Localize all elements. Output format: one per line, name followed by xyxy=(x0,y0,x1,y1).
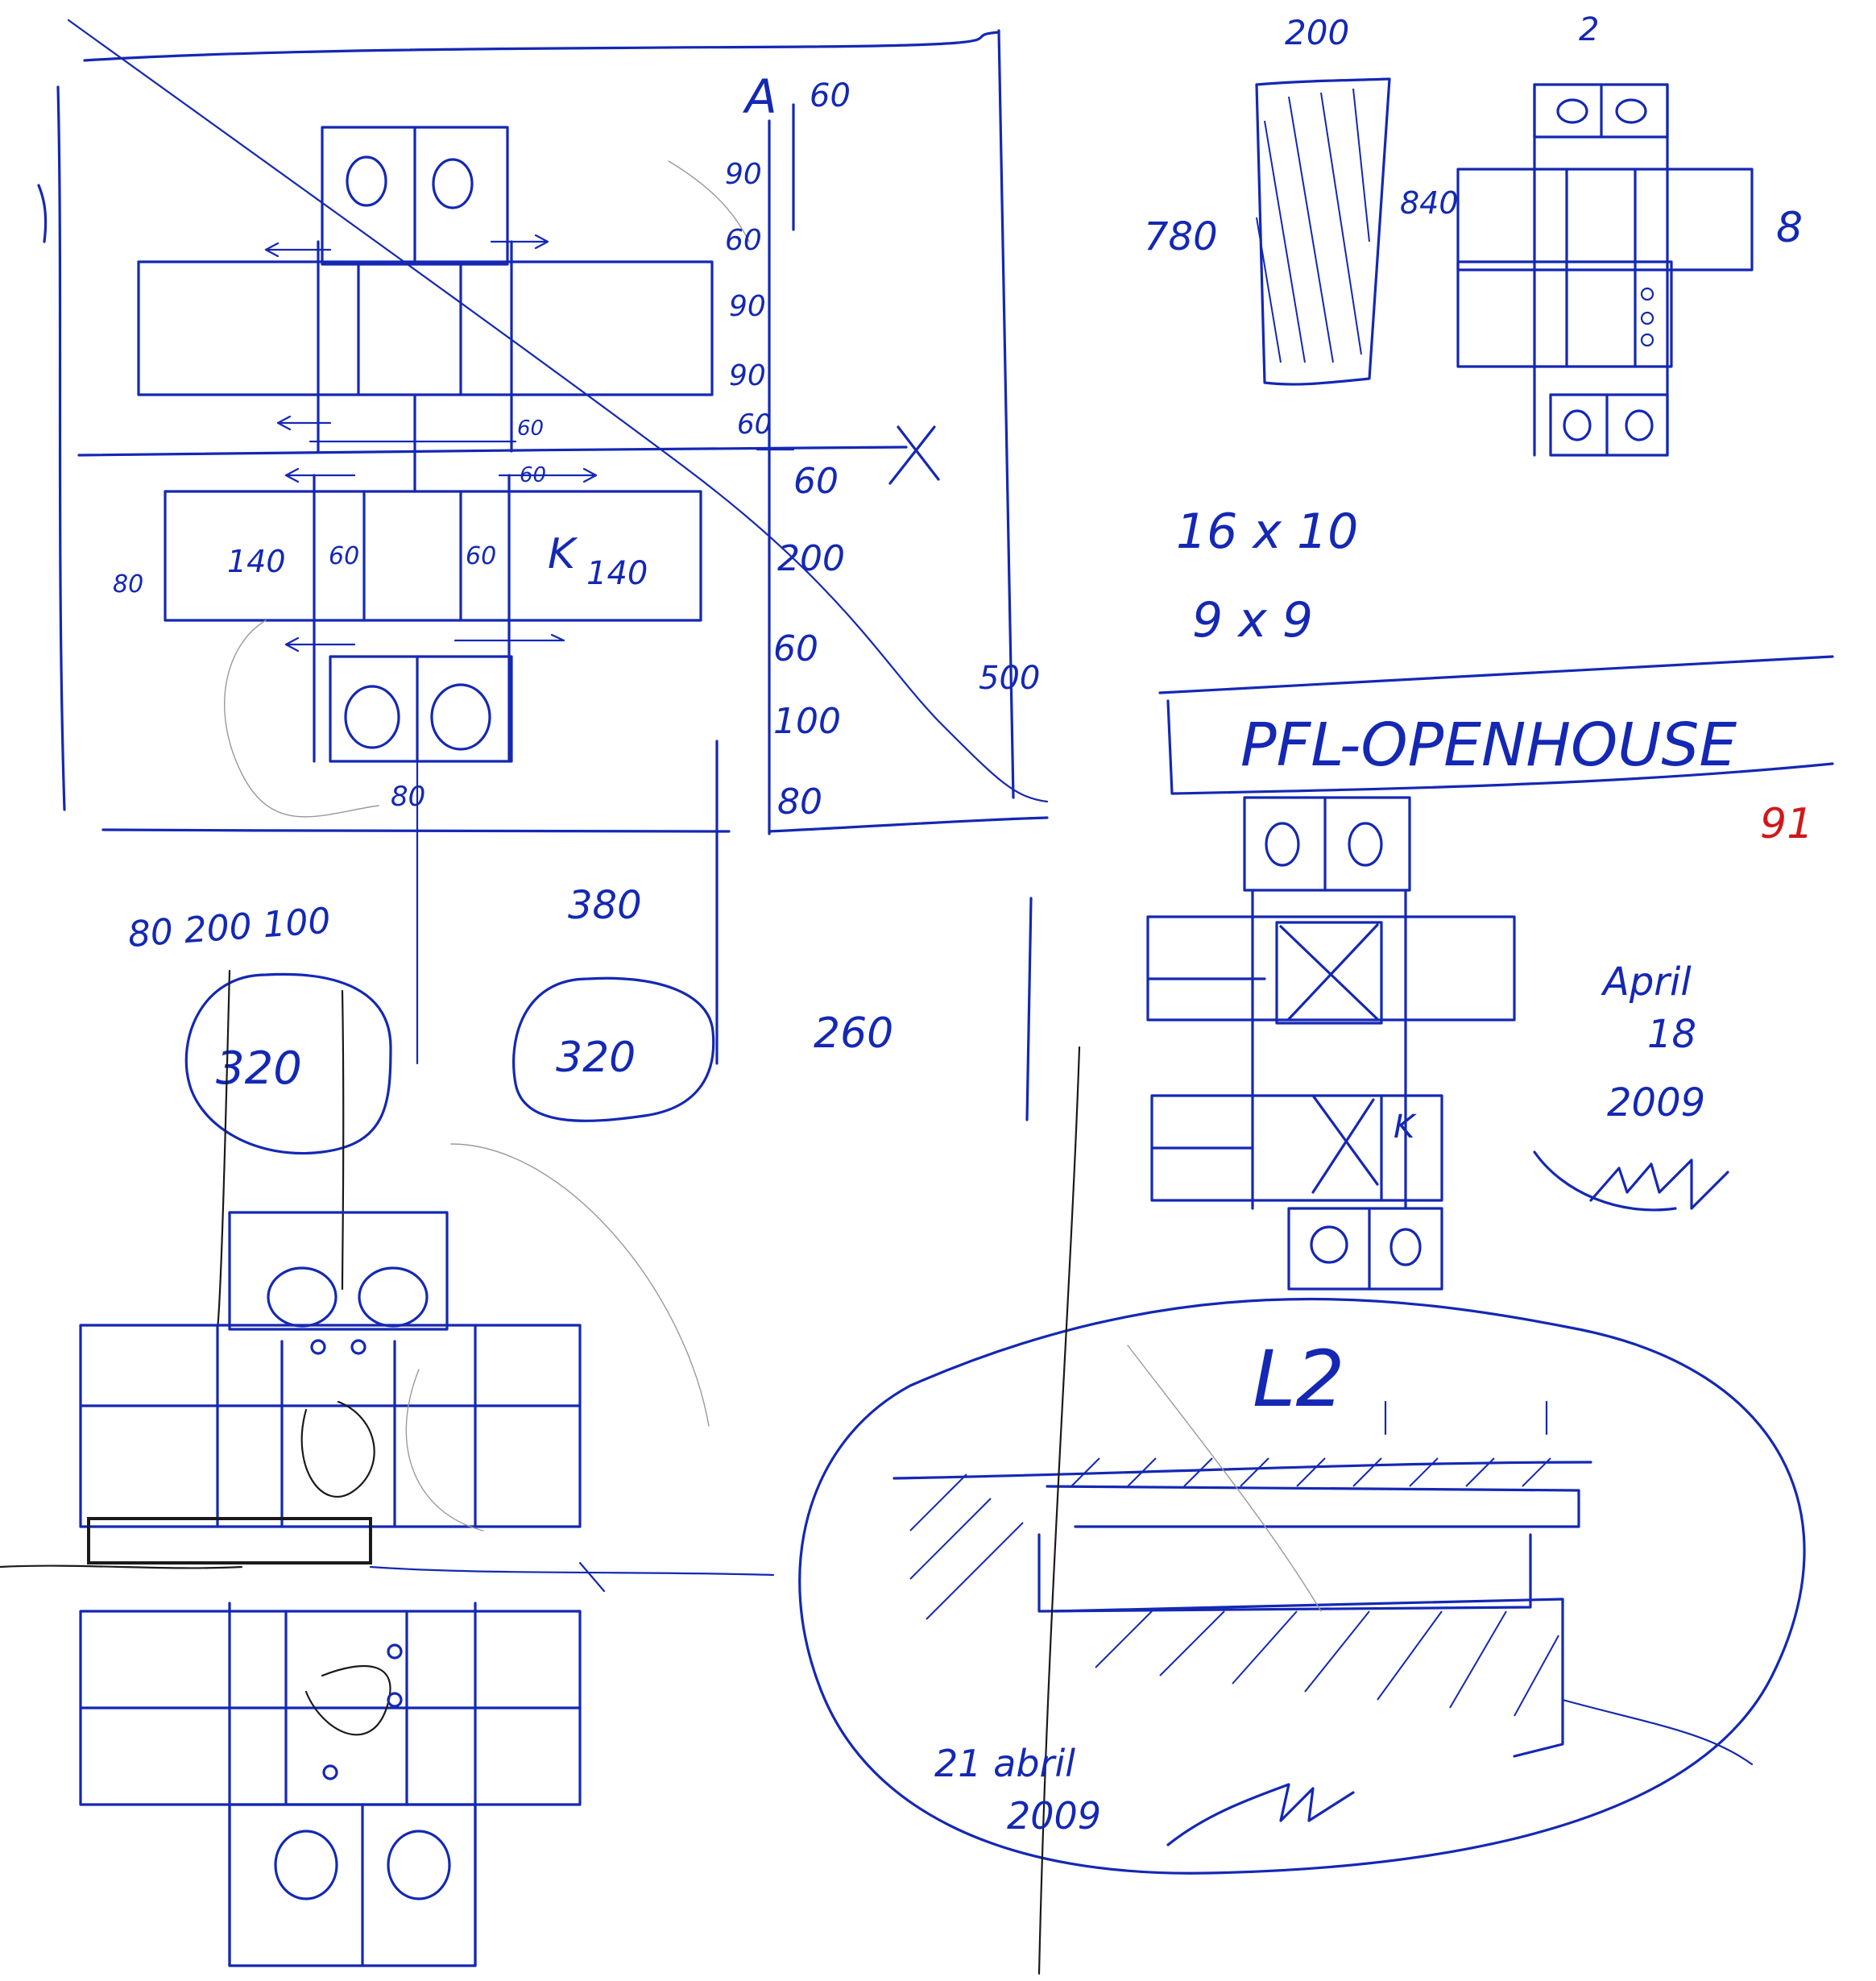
fixture-circle xyxy=(274,1830,338,1900)
middle-right-plan xyxy=(1146,796,1516,1291)
dim-label: 60 xyxy=(725,224,762,257)
top-right-block xyxy=(1255,77,1391,386)
room-letter: K xyxy=(548,530,578,578)
fixture-circle xyxy=(344,685,400,749)
grid-note: 9 x 9 xyxy=(1192,592,1313,649)
detail-l2 xyxy=(798,1046,1806,1975)
circled-number-1: 320 xyxy=(184,972,392,1155)
date-note-month: April xyxy=(1601,959,1692,1005)
overall-dim: 500 xyxy=(979,660,1040,697)
fixture-circle xyxy=(1556,98,1588,124)
dim-label: 100 xyxy=(773,701,841,742)
fixture-circle xyxy=(432,158,474,209)
sketch-a-dimension-column xyxy=(715,103,940,1065)
plan-width-label: 2 xyxy=(1579,11,1599,48)
dims-row-middle: 380 xyxy=(568,883,642,928)
title-banner-text: PFL-OPENHOUSE xyxy=(1240,711,1737,780)
room-dim: 80 xyxy=(113,570,143,599)
dim-label: 90 xyxy=(729,290,766,323)
sketch-a-letter: A xyxy=(742,69,777,124)
detail-year: 2009 xyxy=(1007,1794,1101,1838)
dim-label: 90 xyxy=(725,158,762,191)
circled-number-label: 320 xyxy=(556,1034,636,1082)
room-dim: 140 xyxy=(586,555,648,592)
room-dim: 60 xyxy=(329,542,359,570)
dims-row-left: 80 200 100 xyxy=(126,901,332,955)
dim-label: 90 xyxy=(729,359,766,392)
fixture-circle xyxy=(1310,1225,1348,1264)
corridor-label: 60 xyxy=(520,463,546,487)
axis-mark: X xyxy=(946,441,947,442)
detail-date: 21 abril xyxy=(934,1742,1075,1785)
block-width-label: 200 xyxy=(1285,13,1349,52)
fixture-circle xyxy=(1348,822,1383,867)
fixture-circle xyxy=(1389,1228,1422,1266)
dim-label: 60 xyxy=(793,461,839,502)
sketch-a-upper-cross xyxy=(137,126,714,453)
fixture-circle xyxy=(267,1266,338,1328)
dims-row-right: 260 xyxy=(814,1009,893,1058)
page-number: 91 xyxy=(1760,800,1813,848)
lower-left-plan xyxy=(0,969,775,1967)
dim-label: 80 xyxy=(777,781,822,823)
corridor-label: 60 xyxy=(517,417,544,441)
fixture-circle xyxy=(387,1830,451,1900)
fixture-circle xyxy=(1563,409,1592,441)
fixture-circle xyxy=(346,155,387,207)
plan-right-dim-label: 8 xyxy=(1776,204,1803,252)
sketch-a-letter-dim: 60 xyxy=(810,77,851,114)
plan-room-letter: K xyxy=(1394,1109,1417,1146)
sketch-a-frame xyxy=(37,19,1049,833)
fixture-circle xyxy=(358,1266,429,1328)
grid-note: 16 x 10 xyxy=(1176,504,1358,560)
signature-2 xyxy=(1166,1783,1355,1846)
block-height-label: 780 xyxy=(1144,214,1218,259)
dim-label: 60 xyxy=(737,408,772,441)
room-dim: 140 xyxy=(227,544,286,579)
circled-number-2: 320 xyxy=(512,976,715,1122)
fixture-circle xyxy=(1625,409,1654,441)
signature-1 xyxy=(1533,1150,1729,1212)
room-dim: 60 xyxy=(466,542,496,570)
fixture-circle xyxy=(1615,98,1647,124)
dim-label: 60 xyxy=(773,628,818,669)
title-banner xyxy=(1158,655,1834,795)
date-note-year: 2009 xyxy=(1607,1080,1705,1125)
circled-number-label: 320 xyxy=(216,1042,302,1095)
dim-label: 200 xyxy=(777,538,845,579)
plan-left-dim-label: 840 xyxy=(1400,185,1459,221)
top-right-plan xyxy=(1456,83,1754,457)
fixture-circle xyxy=(1265,822,1300,867)
bottom-dim: 80 xyxy=(391,781,425,813)
date-note-day: 18 xyxy=(1647,1012,1696,1057)
sketch-a-lower-cross xyxy=(164,160,750,1065)
fixture-circle xyxy=(430,683,491,751)
detail-label: L2 xyxy=(1253,1334,1345,1424)
